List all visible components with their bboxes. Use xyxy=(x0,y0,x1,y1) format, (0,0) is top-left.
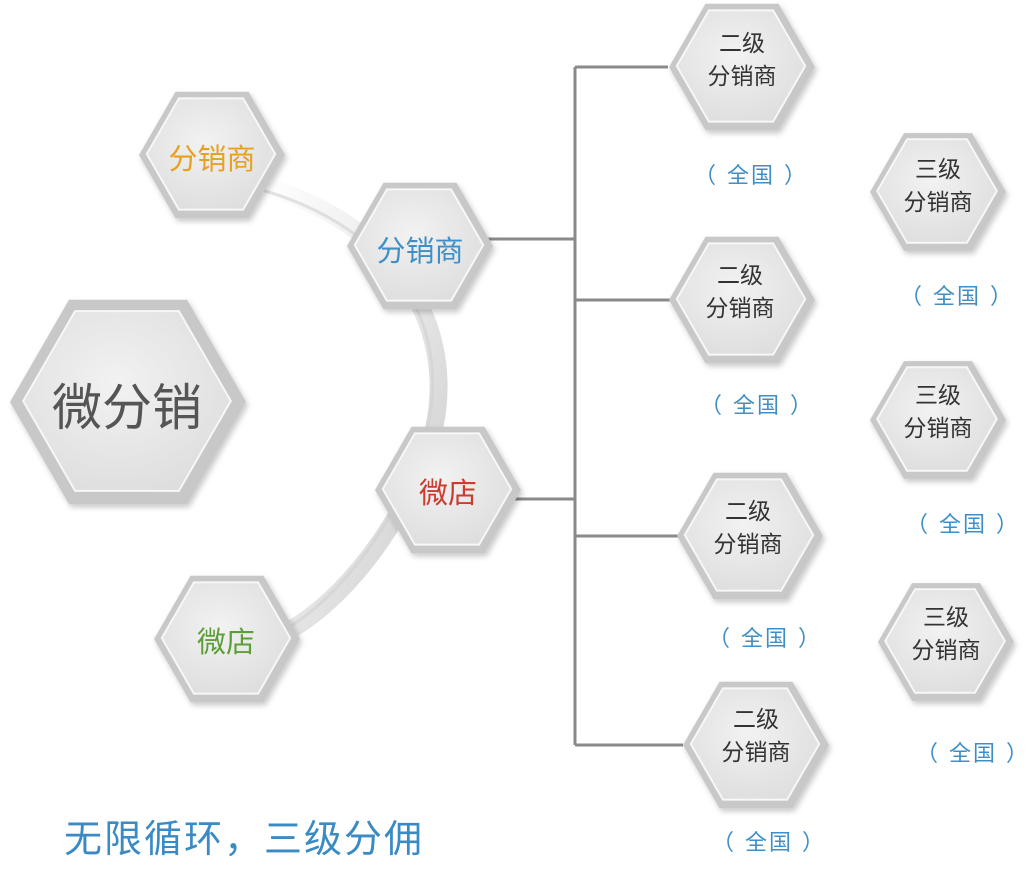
second-level-label-1: 二级 分销商 xyxy=(707,31,777,91)
second-level-hexagon-2-face xyxy=(675,242,807,356)
center-hexagon-face xyxy=(22,310,232,492)
ring-mid-store-label: 微店 xyxy=(418,476,477,510)
second-level-hexagon-4 xyxy=(683,681,829,809)
ring-top-distributor-hexagon xyxy=(139,91,285,219)
center-label: 微分销 xyxy=(52,379,202,437)
second-level-hexagon-2 xyxy=(669,236,815,364)
third-level-region-2: （ 全国 ） xyxy=(906,513,1020,538)
ring-top-distributor-hexagon-face xyxy=(145,97,277,211)
ring-mid-distributor-hexagon xyxy=(347,182,493,310)
second-level-hexagon-3-face xyxy=(683,478,815,592)
second-level-label-3: 二级 分销商 xyxy=(713,499,783,559)
ring-top-distributor-label: 分销商 xyxy=(168,142,256,176)
third-level-hexagon-1 xyxy=(870,133,1006,251)
second-level-hexagon-1-face xyxy=(675,9,807,123)
second-level-region-1: （ 全国 ） xyxy=(694,164,808,189)
third-level-hexagon-3 xyxy=(878,583,1014,701)
ring-mid-store-hexagon-face xyxy=(381,432,513,546)
second-level-region-4: （ 全国 ） xyxy=(712,831,826,856)
ring-mid-store-hexagon xyxy=(375,426,521,554)
ring-bottom-store-hexagon xyxy=(154,575,300,703)
ring-mid-distributor-hexagon-face xyxy=(353,188,485,302)
third-level-hexagon-3-face xyxy=(884,588,1006,694)
slogan-text: 无限循环，三级分佣 xyxy=(64,817,425,861)
third-level-label-2: 三级 分销商 xyxy=(903,383,973,443)
third-level-region-4: （ 全国 ） xyxy=(916,742,1030,767)
third-level-region-1: （ 全国 ） xyxy=(900,285,1014,310)
third-level-label-3: 三级 分销商 xyxy=(911,605,981,665)
ring-bottom-store-label: 微店 xyxy=(196,625,255,659)
second-level-region-2: （ 全国 ） xyxy=(700,394,814,419)
third-level-hexagon-1-face xyxy=(876,138,998,244)
center-hexagon xyxy=(10,299,246,505)
second-level-hexagon-3 xyxy=(677,472,823,600)
connector-lines xyxy=(478,65,683,747)
third-level-hexagon-2 xyxy=(870,361,1006,479)
second-level-label-2: 二级 分销商 xyxy=(705,263,775,323)
second-level-label-4: 二级 分销商 xyxy=(721,707,791,767)
third-level-label-1: 三级 分销商 xyxy=(903,157,973,217)
second-level-region-3: （ 全国 ） xyxy=(708,627,822,652)
second-level-hexagon-1 xyxy=(669,3,815,131)
third-level-hexagon-2-face xyxy=(876,366,998,472)
hexagon-layer xyxy=(10,3,1014,809)
second-level-hexagon-4-face xyxy=(689,687,821,801)
ring-mid-distributor-label: 分销商 xyxy=(376,234,464,268)
ring-bottom-store-hexagon-face xyxy=(160,581,292,695)
